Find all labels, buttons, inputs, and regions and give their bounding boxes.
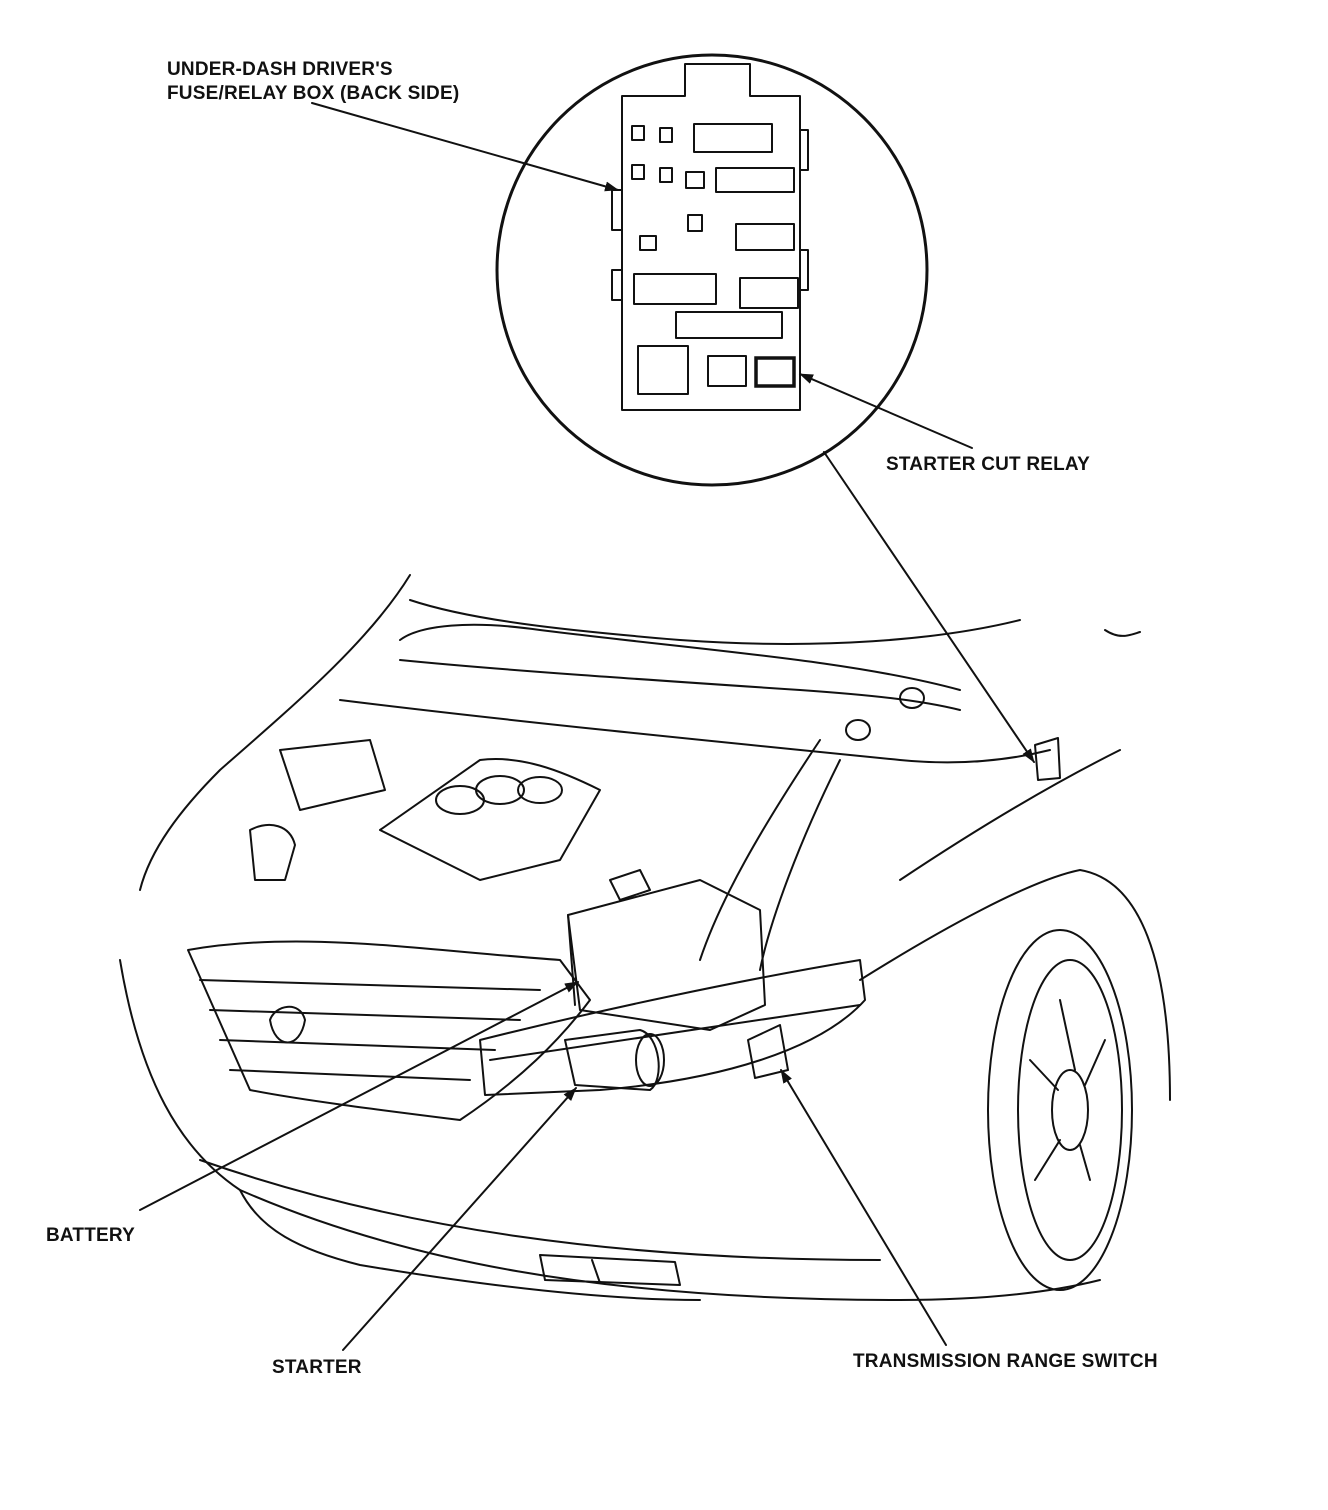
relay-in-cabin (1034, 737, 1061, 781)
label-fuse-box-line1: UNDER-DASH DRIVER'S (167, 59, 393, 80)
leader-starter (342, 1087, 577, 1351)
leader-transmission-range-switch (780, 1069, 947, 1346)
wheel-outline (987, 929, 1133, 1291)
starter-cut-relay-highlight (754, 356, 796, 388)
leader-inset-to-relay (823, 451, 1035, 763)
label-fuse-box-line2: FUSE/RELAY BOX (BACK SIDE) (167, 83, 460, 104)
label-starter: STARTER (272, 1357, 362, 1378)
fuse-relay-box (611, 63, 809, 411)
starter-shape (564, 1029, 660, 1091)
leader-starter-cut-relay (799, 373, 973, 449)
leader-fuse-box (311, 102, 619, 192)
label-battery: BATTERY (46, 1225, 136, 1246)
leader-battery (139, 981, 579, 1211)
label-starter-cut-relay: STARTER CUT RELAY (886, 454, 1090, 475)
label-transmission-range-switch: TRANSMISSION RANGE SWITCH (853, 1351, 1158, 1372)
inset-circle (495, 53, 929, 487)
battery-shape (567, 879, 766, 1031)
car-body (119, 574, 1171, 1301)
